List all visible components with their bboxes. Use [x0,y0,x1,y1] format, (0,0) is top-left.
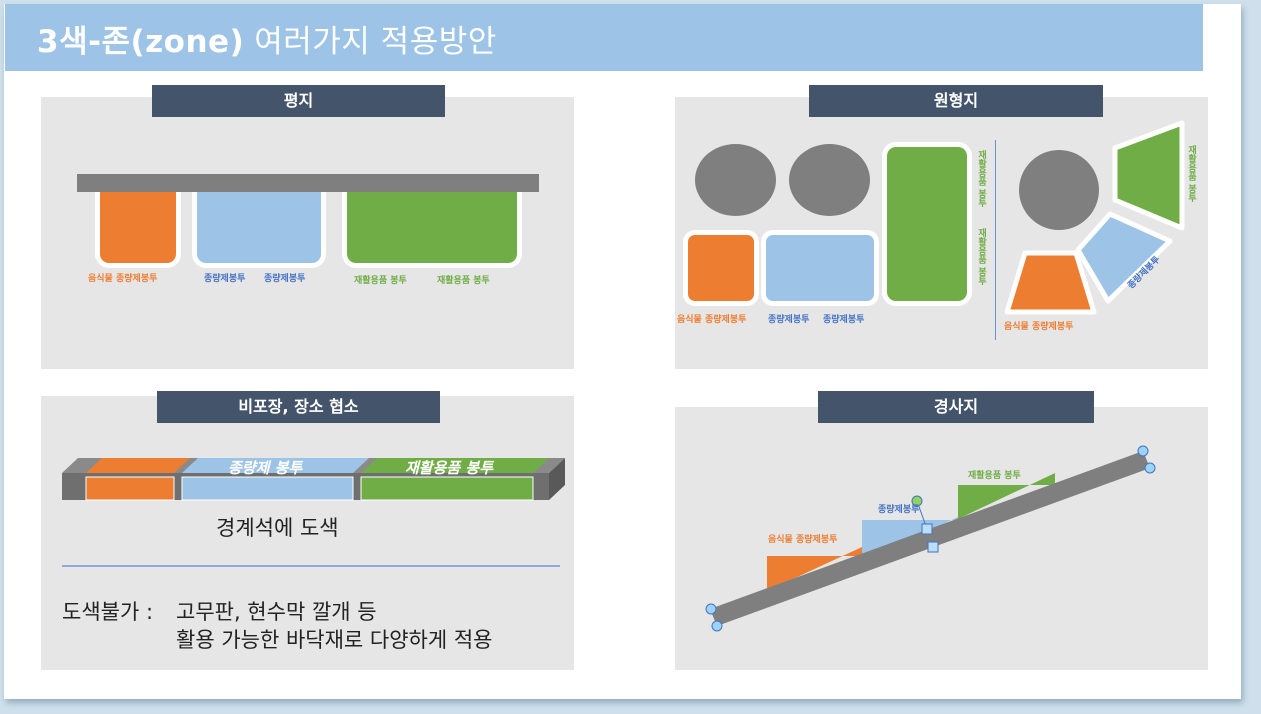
slope-label-recycle: 재활용품 봉투 [968,471,1021,481]
circular-label-general-1: 종량제봉투 [768,315,810,325]
flat-label-general-1: 종량제봉투 [204,274,246,284]
panel-unpaved [41,396,574,670]
circular-label-general-2: 종량제봉투 [823,315,865,325]
unpaved-note-line-1: 고무판, 현수막 깔개 등 [176,600,377,624]
unpaved-note-label: 도색불가 : [62,600,154,624]
flat-bin-recycle [342,180,522,268]
slope-label-food: 음식물 종량제봉투 [768,535,838,545]
flat-label-general-2: 종량제봉투 [264,274,306,284]
panel-slope-header: 경사지 [818,391,1094,423]
circular-label-food: 음식물 종량제봉투 [677,315,747,325]
flat-curb [77,174,539,192]
circular-divider [995,140,996,340]
circular-label-recycle-1: 재활용품 봉투 [976,150,986,208]
unpaved-divider [62,565,560,567]
panel-unpaved-header: 비포장, 장소 협소 [157,391,440,423]
unpaved-strip-label-general: 종량제 봉투 [228,459,303,477]
circular-bin-food [683,230,759,306]
unpaved-strip-label-recycle: 재활용품 봉투 [405,459,494,477]
circular-tree-1 [695,144,776,216]
circular-right-label-food: 음식물 종량제봉투 [1004,322,1074,332]
circular-bin-recycle [882,142,972,306]
unpaved-caption: 경계석에 도색 [216,516,339,540]
title-main: 3색-존(zone) [37,24,245,60]
unpaved-note-line-2: 활용 가능한 바닥재로 다양하게 적용 [176,628,493,652]
circular-label-recycle-2: 재활용품 봉투 [976,228,986,286]
flat-label-recycle-1: 재활용품 봉투 [354,276,407,286]
circular-tree-2 [789,144,870,216]
circular-tree-3 [1019,150,1099,230]
slope-label-general: 종량제봉투 [878,505,920,515]
panel-flat-header: 평지 [152,85,445,117]
slide-title: 3색-존(zone)여러가지 적용방안 [37,16,497,61]
panel-circular-header: 원형지 [809,85,1103,117]
circular-right-label-recycle: 재활용품 봉투 [1186,145,1196,203]
flat-label-food: 음식물 종량제봉투 [88,274,158,284]
title-bar: 3색-존(zone)여러가지 적용방안 [5,4,1203,71]
title-sub: 여러가지 적용방안 [254,24,497,60]
circular-bin-general [761,230,879,306]
flat-label-recycle-2: 재활용품 봉투 [437,276,490,286]
